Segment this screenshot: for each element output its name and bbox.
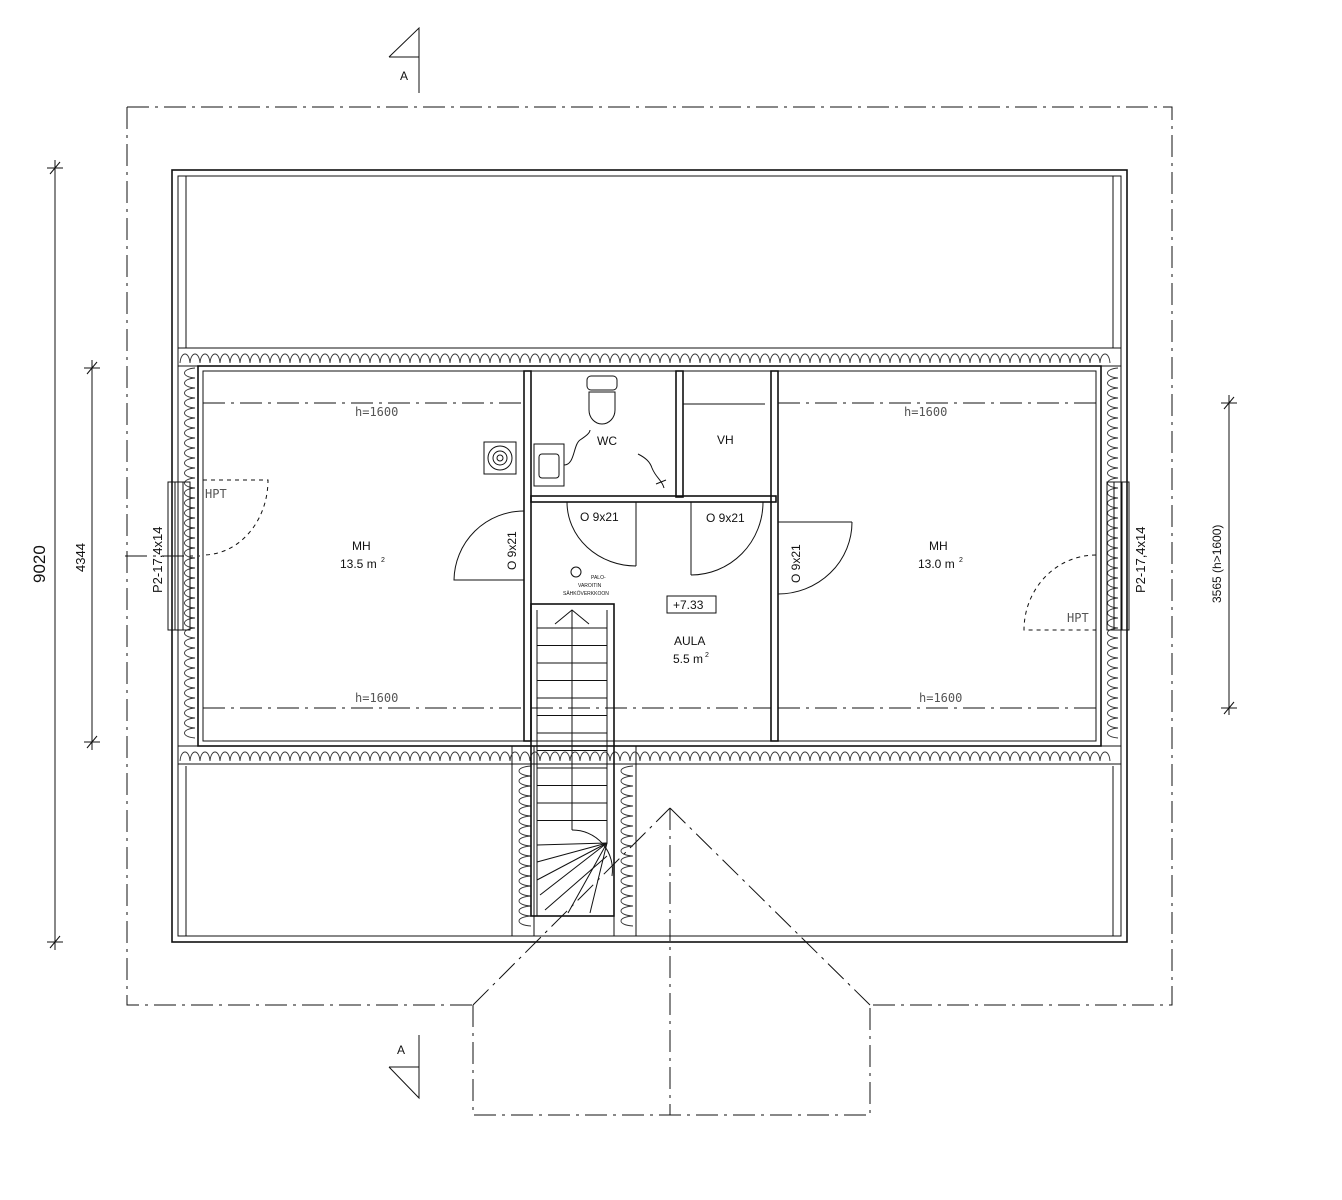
level-label: +7.33 [673,598,704,612]
door-label-1: O 9x21 [505,531,519,570]
room-aula: AULA 5.5 m 2 [673,634,709,666]
window-label-right: P2-17,4x14 [1133,527,1148,594]
door-right-mh [777,521,853,595]
room-name: AULA [674,634,705,648]
door-left-mh [453,510,525,581]
ceiling-height-left-bottom: h=1600 [355,691,398,705]
dimension-room [84,360,100,750]
section-marker-top: A [388,26,420,93]
inner-walls [197,365,1102,747]
room-mh-right: MH 13.0 m 2 [918,539,963,571]
door-wc [566,501,637,567]
insulation-loop [179,751,1111,762]
level-marker: +7.33 [666,595,717,614]
smoke-note-3: SÄHKÖVERKKOON [563,590,609,597]
room-name: MH [352,539,371,553]
outer-walls [171,169,1128,943]
roof-outline [126,106,1173,1116]
room-wc-label: WC [597,434,617,448]
insulation-left-pattern [184,367,196,739]
room-area: 13.0 m [918,557,955,571]
section-marker-bottom: A [388,1035,420,1100]
insulation-loop [1107,367,1119,739]
dimension-total-label: 9020 [30,545,49,583]
door-label-4: O 9x21 [789,544,803,583]
door-vh [690,501,764,576]
window-right [1106,481,1130,631]
shower-icon [637,453,667,489]
hpt-label-left: HPT [205,487,227,501]
insulation-loop [184,367,196,739]
ceiling-height-right-top: h=1600 [904,405,947,419]
ceiling-height-right-bottom: h=1600 [919,691,962,705]
window-label-left: P2-17,4x14 [150,527,165,594]
ceiling-height-left-top: h=1600 [355,405,398,419]
door-label-3: O 9x21 [706,511,745,525]
room-name: MH [929,539,948,553]
room-area-unit-sup: 2 [705,652,709,659]
ceiling-height-lines: h=1600 h=1600 h=1600 h=1600 [203,402,1096,709]
room-area: 13.5 m [340,557,377,571]
room-vh-label: VH [717,433,734,447]
staircase [530,603,615,917]
dimension-total [47,160,63,950]
room-area-unit-sup: 2 [959,557,963,564]
insulation [177,347,1122,937]
insulation-top-pattern [179,353,1111,364]
hpt-label-right: HPT [1067,611,1089,625]
dimension-right-label: 3565 (h>1600) [1210,525,1224,603]
insulation-loop [620,765,634,927]
dimension-right [1221,395,1237,715]
insulation-right-pattern [1107,367,1119,739]
room-area: 5.5 m [673,652,703,666]
hpt-right: HPT [1023,554,1097,631]
ventilation-icon [483,441,517,475]
insulation-loop [518,765,532,927]
smoke-detector-icon: PALO- VAROITIN SÄHKÖVERKKOON [563,566,609,597]
section-label-bottom: A [397,1043,405,1057]
room-mh-left: MH 13.5 m 2 [340,539,385,571]
insulation-loop [179,353,1111,364]
room-area-unit-sup: 2 [381,557,385,564]
section-label-top: A [400,69,408,83]
door-label-2: O 9x21 [580,510,619,524]
sink-icon [533,429,591,487]
window-left [125,481,200,631]
insulation-stair-right-pattern [620,765,634,927]
dimension-room-label: 4344 [73,543,88,572]
hpt-left: HPT [202,479,269,556]
toilet-icon [586,375,618,425]
smoke-note-2: VAROITIN [578,583,602,589]
insulation-stair-left-pattern [518,765,532,927]
smoke-note-1: PALO- [591,575,606,581]
insulation-bottom-pattern [179,751,1111,762]
